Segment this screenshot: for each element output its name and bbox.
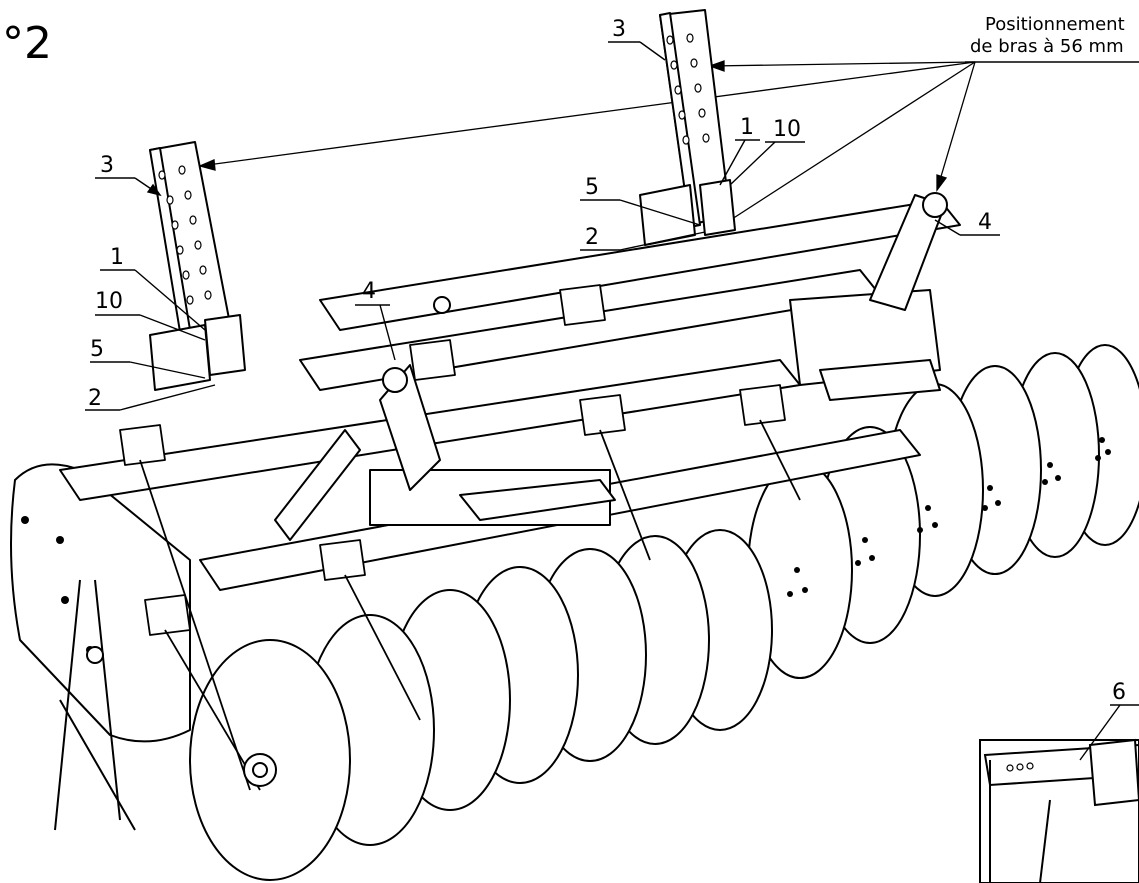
inset-detail: [979, 738, 1139, 883]
disc-harrow-illustration: [10, 9, 1139, 881]
callout-right-4: 4: [978, 210, 992, 235]
front-disc-row: [189, 529, 773, 881]
callout-left-3: 3: [100, 153, 114, 178]
note-line-1: Positionnement: [985, 14, 1125, 35]
callout-right-5: 5: [585, 175, 599, 200]
arm-position-note: Positionnement de bras à 56 mm: [965, 14, 1139, 63]
left-tower: [149, 141, 246, 391]
callout-left-5: 5: [90, 337, 104, 362]
parking-jack: [54, 579, 136, 831]
callout-right-3: 3: [612, 17, 626, 42]
callout-labels: 3 1 10 5 2 4 3 1 10 5 2 4 6: [88, 17, 1126, 705]
center-arms: [274, 192, 948, 541]
left-side-plate: [10, 463, 191, 743]
rear-disc-row: [747, 344, 1139, 679]
callout-mid-4: 4: [362, 279, 376, 304]
callout-inset-6: 6: [1112, 680, 1126, 705]
note-leader-lines: [198, 60, 976, 232]
callout-left-2: 2: [88, 386, 102, 411]
callout-left-10: 10: [95, 289, 123, 314]
callout-right-10: 10: [773, 117, 801, 142]
callouts: [85, 41, 1139, 761]
disc-arm-brackets: [119, 284, 801, 791]
note-line-2: de bras à 56 mm: [970, 36, 1124, 57]
callout-left-1: 1: [110, 245, 124, 270]
callout-right-1: 1: [740, 115, 754, 140]
figure-number: °2: [2, 18, 52, 69]
callout-right-2: 2: [585, 225, 599, 250]
right-tower: [639, 9, 736, 246]
